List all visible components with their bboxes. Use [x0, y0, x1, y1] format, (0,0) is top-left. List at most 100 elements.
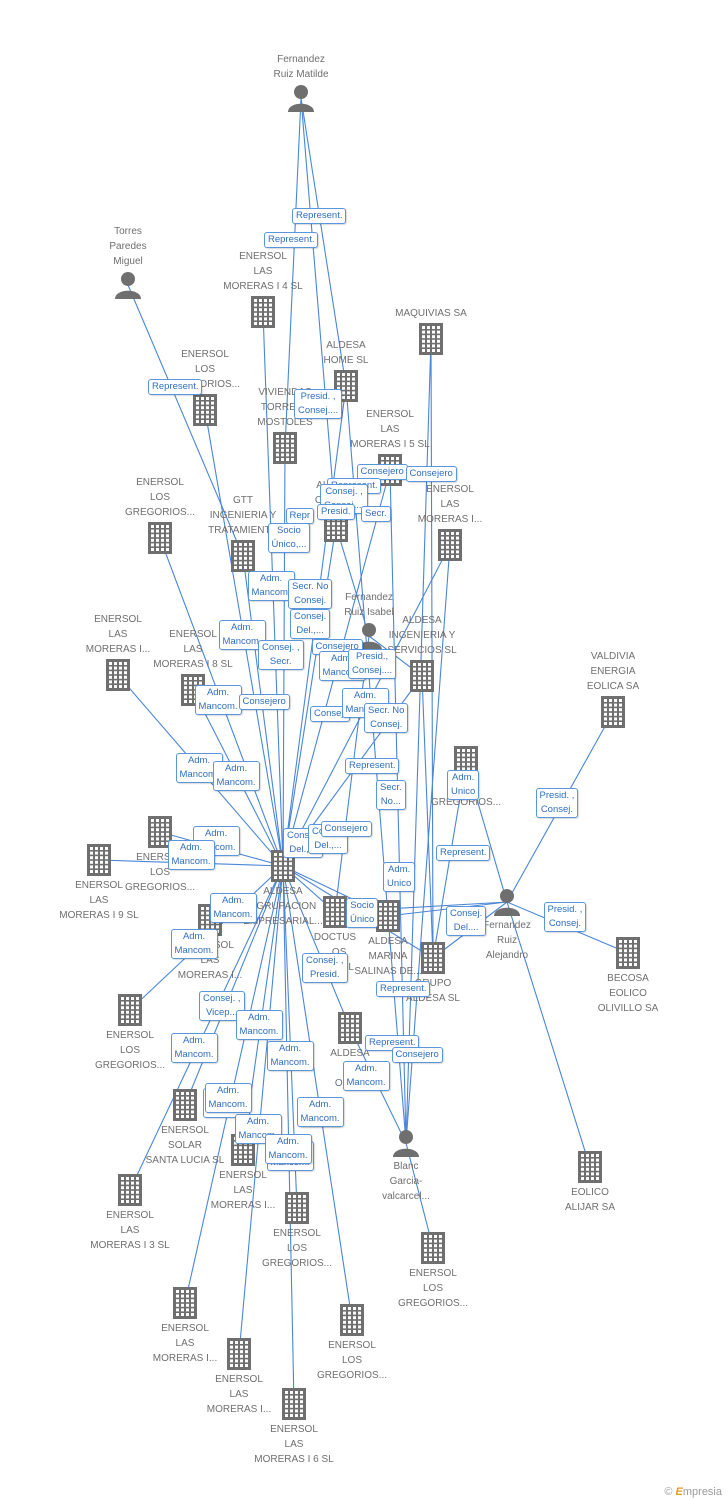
building-icon	[130, 1287, 240, 1319]
edge-aldesa_agrupacion-to-aldesa_eolica	[282, 865, 351, 1029]
company-node-aldesa_home[interactable]: ALDESA HOME SL	[291, 338, 401, 404]
copyright-icon: ©	[664, 1486, 673, 1498]
relationship-tag: Adm. Mancom.	[247, 571, 295, 601]
building-icon	[573, 937, 683, 969]
building-icon	[280, 896, 390, 928]
company-node-enersol_solar[interactable]: ENERSOL SOLAR SANTA LUCIA SL	[130, 1087, 240, 1168]
company-node-aldesa_agrupacion[interactable]: ALDESA AGRUPACION EMPRESARIAL...	[228, 848, 338, 929]
building-icon	[367, 660, 477, 692]
company-node-enersol_gregorios_l[interactable]: ENERSOL LOS GREGORIOS...	[105, 475, 215, 556]
building-icon	[188, 540, 298, 572]
company-node-enersol_moreras_5[interactable]: ENERSOL LAS MORERAS I 5 SL	[335, 407, 445, 488]
relationship-tag: Adm. Mancom.	[194, 685, 242, 715]
relationship-tag: Adm. Mancom.	[342, 1061, 390, 1091]
node-label: ENERSOL LAS MORERAS I 5 SL	[350, 409, 430, 450]
company-node-enersol_gregorios_b[interactable]: ENERSOL LOS GREGORIOS...	[297, 1302, 407, 1383]
company-node-maquivias[interactable]: MAQUIVIAS SA	[376, 306, 486, 357]
node-label: Fernandez Ruiz Alejandro	[483, 920, 531, 961]
relationship-tag: Adm. Mancom.	[296, 1097, 344, 1127]
company-node-enersol_moreras_r[interactable]: ENERSOL LAS MORERAS I...	[395, 482, 505, 563]
node-label: ENERSOL LAS MORERAS I 3 SL	[90, 1210, 170, 1251]
relationship-tag: Socio Único,...	[267, 523, 311, 553]
relationship-tag: Consejero	[405, 466, 457, 482]
company-node-enersol_moreras_4[interactable]: ENERSOL LAS MORERAS I 4 SL	[208, 249, 318, 330]
node-label: ALDESA AGRUPACION EMPRESARIAL...	[243, 886, 323, 927]
relationship-tag: Secr.	[361, 506, 391, 522]
relationship-tag: Presid. , Consej....	[294, 389, 343, 419]
person-node-fernandez_alejandro[interactable]: Fernandez Ruiz Alejandro	[452, 886, 562, 963]
relationship-tag: Adm. Mancom.	[170, 929, 218, 959]
building-icon	[378, 942, 488, 974]
relationship-tag: Socio Único	[346, 898, 379, 928]
company-node-enersol_moreras_l[interactable]: ENERSOL LAS MORERAS I...	[63, 612, 173, 693]
building-icon	[150, 394, 260, 426]
node-label: ENERSOL LAS MORERAS I 4 SL	[223, 251, 303, 292]
relationship-tag: Repr	[285, 508, 315, 524]
building-icon	[378, 1232, 488, 1264]
company-node-enersol_moreras_9[interactable]: ENERSOL LAS MORERAS I 9 SL	[44, 842, 154, 923]
edge-blanc-to-enersol_gregorios_br	[405, 1142, 436, 1249]
relationship-tag: Adm. Mancom.	[266, 1041, 314, 1071]
building-icon	[208, 296, 318, 328]
empresia-brand[interactable]: © Empresia	[664, 1486, 722, 1498]
relationship-tag: Adm. Mancom.	[264, 1134, 312, 1164]
company-node-enersol_gregorios_c[interactable]: ENERSOL LOS GREGORIOS...	[242, 1190, 352, 1271]
node-label: EOLICO ALIJAR SA	[564, 1187, 616, 1213]
node-label: ENERSOL LOS GREGORIOS...	[169, 349, 240, 390]
building-icon	[558, 696, 668, 728]
relationship-tag: Represent.	[292, 208, 347, 224]
node-label: ENERSOL LAS MORERAS I...	[417, 484, 483, 525]
relationship-tag: Adm. Mancom.	[212, 761, 260, 791]
edge-aldesa_agrupacion-to-gtt	[240, 555, 284, 867]
relationship-tag: Adm. Mancom.	[170, 1033, 218, 1063]
edge-aldesa_agrupacion-to-enersol_moreras_b	[235, 865, 284, 1355]
company-node-valdivia[interactable]: VALDIVIA ENERGIA EOLICA SA	[558, 649, 668, 730]
company-node-viviendas[interactable]: VIVIENDAS TORREJ... MOSTOLES	[230, 385, 340, 466]
relationship-tag: Secr. No...	[376, 780, 406, 810]
node-label: ALDESA MARINA SALINAS DE...	[354, 936, 422, 977]
company-node-eolico_alijar[interactable]: EOLICO ALIJAR SA	[535, 1149, 645, 1215]
company-node-gtt[interactable]: GTT INGENIERIA Y TRATAMIENT...	[188, 493, 298, 574]
company-node-becosa[interactable]: BECOSA EOLICO OLIVILLO SA	[573, 935, 683, 1016]
building-icon	[239, 1388, 349, 1420]
relationship-tag: Presid., Consej....	[348, 649, 397, 679]
edge-fernandez_isabel-to-doctus	[332, 635, 370, 913]
node-label: ENERSOL LOS GREGORIOS...	[94, 1030, 165, 1071]
relationship-tag: Consej. Del....	[446, 906, 487, 936]
relationship-tag: Secr. No Consej.	[288, 579, 333, 609]
edge-aldesa_agrupacion-to-enersol_solar	[184, 865, 284, 1106]
company-node-enersol_moreras_6[interactable]: ENERSOL LAS MORERAS I 6 SL	[239, 1386, 349, 1467]
company-node-enersol_moreras_b[interactable]: ENERSOL LAS MORERAS I...	[184, 1336, 294, 1417]
relationship-tag: Represent.	[148, 379, 203, 395]
company-node-aldesa_marina[interactable]: ALDESA MARINA SALINAS DE...	[333, 898, 443, 979]
node-label: ENERSOL LOS GREGORIOS...	[397, 1268, 468, 1309]
node-label: ALDESA INGENIERIA Y SERVICIOS SL	[387, 615, 457, 656]
person-node-blanc[interactable]: Blanc Garcia- valcarcel...	[351, 1127, 461, 1204]
edge-grupo_aldesa-to-aldesa_ingenieria	[418, 675, 434, 959]
relationship-tag: Consej. , Secr.	[258, 640, 304, 670]
company-node-aldesa_ingenieria[interactable]: ALDESA INGENIERIA Y SERVICIOS SL	[367, 613, 477, 694]
company-node-enersol_gregorios_br[interactable]: ENERSOL LOS GREGORIOS...	[378, 1230, 488, 1311]
person-icon	[452, 888, 562, 916]
edge-fernandez_alejandro-to-eolico_alijar	[506, 901, 592, 1168]
relationship-tag: Consejero	[320, 821, 372, 837]
node-label: ENERSOL LAS MORERAS I...	[210, 1170, 276, 1211]
building-icon	[230, 432, 340, 464]
node-label: BECOSA EOLICO OLIVILLO SA	[597, 973, 659, 1014]
building-icon	[75, 1174, 185, 1206]
edge-fernandez_isabel-to-aldesa_constr	[334, 525, 370, 637]
building-icon	[535, 1151, 645, 1183]
company-node-enersol_moreras_bl[interactable]: ENERSOL LAS MORERAS I...	[130, 1285, 240, 1366]
relationship-tag: Consejero	[391, 1047, 443, 1063]
company-node-enersol_moreras_3[interactable]: ENERSOL LAS MORERAS I 3 SL	[75, 1172, 185, 1253]
company-node-enersol_gregorios_top[interactable]: ENERSOL LOS GREGORIOS...	[150, 347, 260, 428]
building-icon	[395, 529, 505, 561]
relationship-tag: Adm. Unico	[447, 770, 480, 800]
building-icon	[130, 1089, 240, 1121]
person-node-fernandez_matilde[interactable]: Fernandez Ruiz Matilde	[246, 52, 356, 114]
brand-logo-text: mpresia	[682, 1486, 722, 1498]
company-node-enersol_gregorios_ll[interactable]: ENERSOL LOS GREGORIOS...	[75, 992, 185, 1073]
company-node-grupo_aldesa[interactable]: GRUPO ALDESA SL	[378, 940, 488, 1006]
person-node-torres[interactable]: Torres Paredes Miguel	[73, 224, 183, 301]
building-icon	[63, 659, 173, 691]
